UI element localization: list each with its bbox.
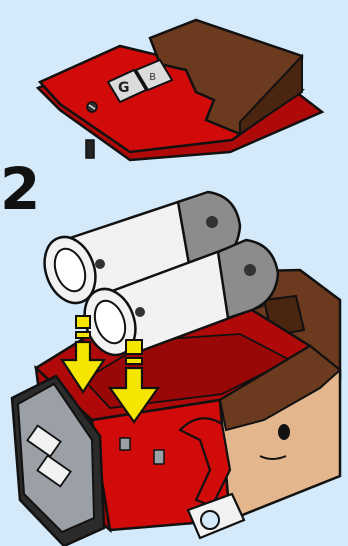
lid-screw-icon — [87, 102, 97, 112]
svg-text:ʙ: ʙ — [149, 69, 156, 83]
lid-peg — [86, 140, 94, 158]
svg-text:G: G — [118, 80, 130, 96]
battery-lid: G ʙ — [38, 20, 322, 160]
minifig-eye-icon — [278, 424, 290, 440]
